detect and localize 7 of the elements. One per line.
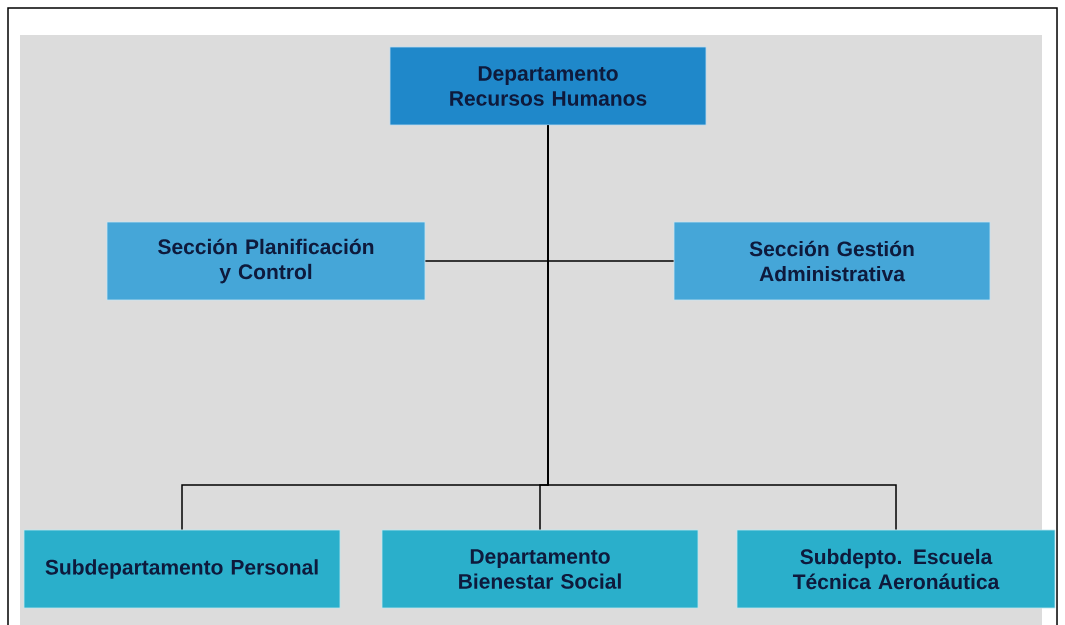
connector-line	[547, 124, 897, 531]
org-box: Subdepto. Escuela Técnica Aeronáutica	[736, 529, 1056, 609]
org-box: Subdepartamento Personal	[23, 529, 341, 609]
org-box: Departamento Recursos Humanos	[389, 46, 707, 126]
org-box: Sección Planificación y Control	[106, 221, 426, 301]
org-box: Sección Gestión Administrativa	[673, 221, 991, 301]
org-box: Departamento Bienestar Social	[381, 529, 699, 609]
